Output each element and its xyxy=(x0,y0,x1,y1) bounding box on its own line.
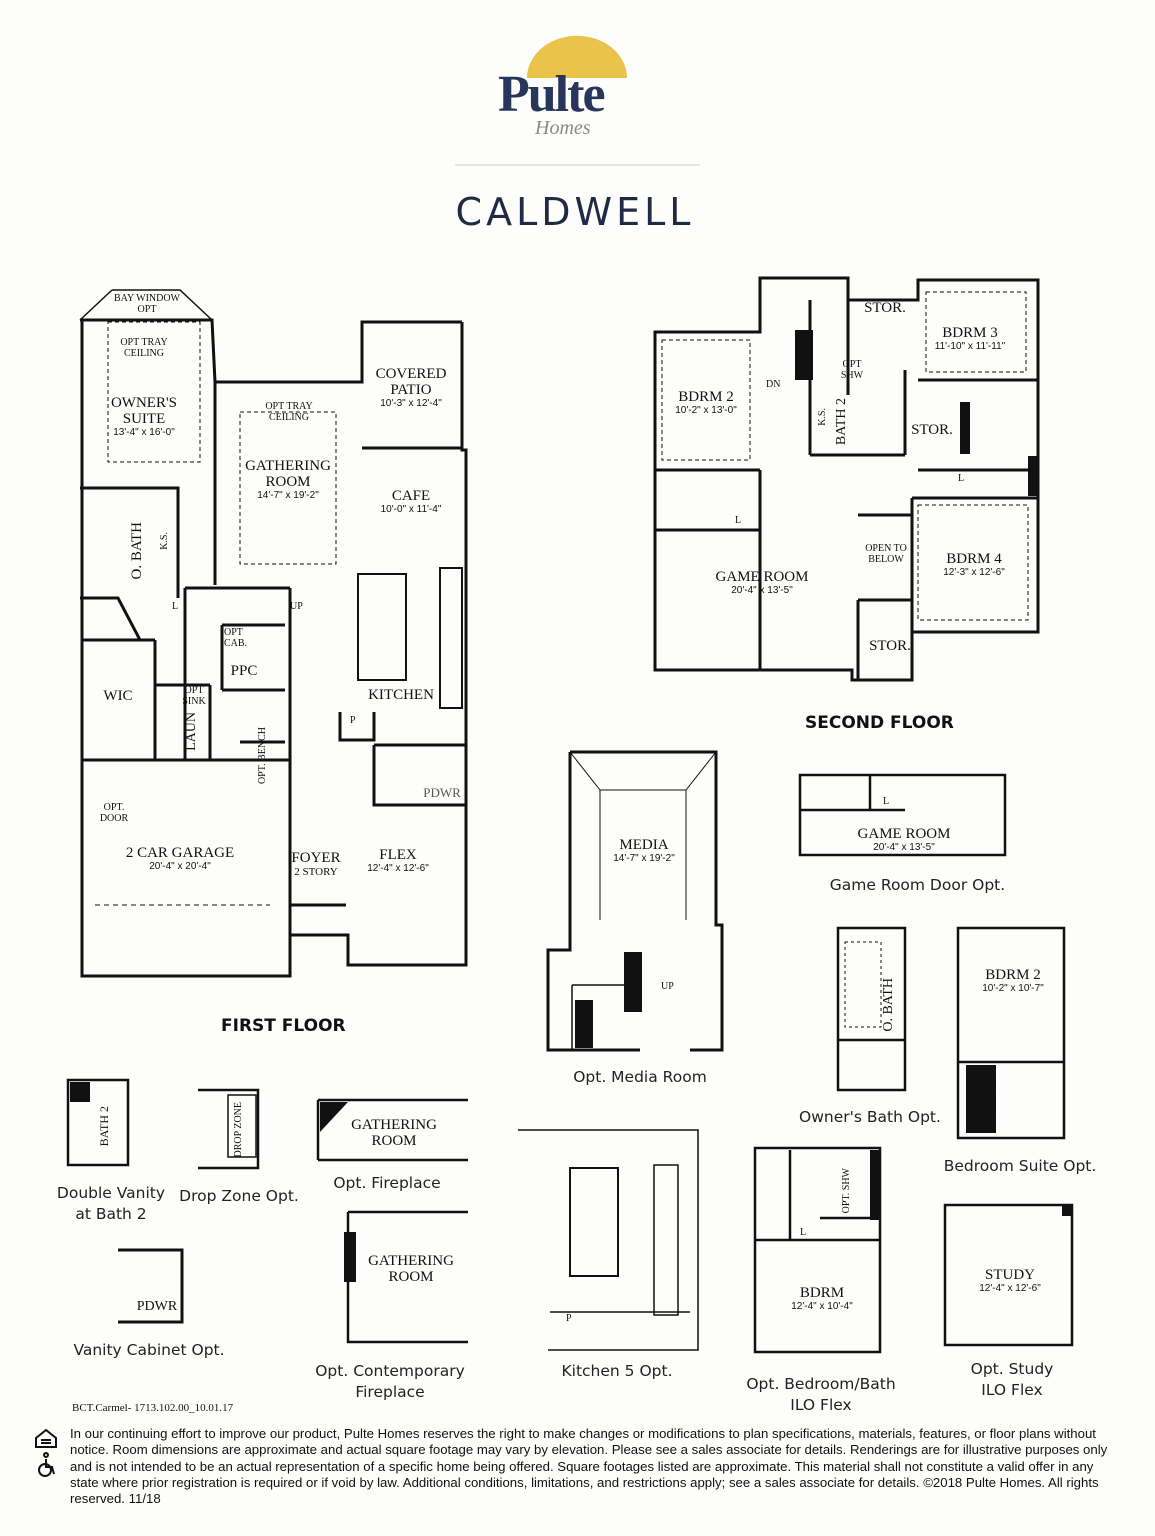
game-door-caption: Game Room Door Opt. xyxy=(829,876,1006,894)
kitchen5-walls xyxy=(518,1129,699,1351)
fireplace-gathering-room: GATHERING ROOM xyxy=(351,1117,437,1149)
brand-logo: Pulte Homes xyxy=(490,55,660,145)
bdrm3: BDRM 3 11'-10" x 11'-11" xyxy=(934,325,1006,352)
media-walls xyxy=(546,750,724,1052)
double-vanity-caption: Double Vanity at Bath 2 xyxy=(56,1184,166,1223)
fireplace-caption: Opt. Fireplace xyxy=(333,1174,441,1192)
opt-bench-label: OPT. BENCH xyxy=(257,727,268,785)
wheelchair-icon xyxy=(38,1452,55,1477)
double-vanity-walls xyxy=(66,1078,130,1167)
plan-code: BCT.Carmel- 1713.102.00_10.01.17 xyxy=(72,1402,234,1414)
open-to-below-label: OPEN TO BELOW xyxy=(865,543,907,565)
bedroom-suite-walls xyxy=(956,926,1066,1140)
contemporary-gathering-room: GATHERING ROOM xyxy=(368,1253,454,1285)
logo-wordmark: Pulte xyxy=(498,66,606,123)
bedroom-bath-caption: Opt. Bedroom/Bath ILO Flex xyxy=(746,1375,896,1414)
bdrm2-second: BDRM 2 10'-2" x 13'-0" xyxy=(675,389,737,416)
first-floor-title: FIRST FLOOR xyxy=(221,1016,346,1036)
opt-door-label: OPT. DOOR xyxy=(99,802,129,824)
foyer: FOYER 2 STORY xyxy=(291,850,341,878)
logo-sun xyxy=(527,35,627,78)
pantry-label: P xyxy=(350,715,356,726)
study-walls xyxy=(943,1203,1074,1347)
vanity-cabinet-walls xyxy=(118,1248,184,1324)
owners-bath-walls xyxy=(836,926,907,1092)
bedroom-bath-shw-label: OPT. SHW xyxy=(841,1168,852,1214)
flex: FLEX 12'-4" x 12'-6" xyxy=(367,847,429,874)
drop-zone-label: DROP ZONE xyxy=(233,1102,244,1158)
study-opt: STUDY 12'-4" x 12'-6" xyxy=(979,1267,1041,1294)
bedroom-suite-opt: BDRM 2 10'-2" x 10'-7" xyxy=(982,967,1044,994)
first-floor-walls xyxy=(80,318,468,978)
opt-shw-label: OPT SHW xyxy=(840,359,864,381)
game-room-door-opt: GAME ROOM 20'-4" x 13'-5" xyxy=(857,826,951,853)
bedroom-bath-walls xyxy=(753,1146,882,1354)
fireplace-walls xyxy=(316,1098,468,1162)
storage-top-label: STOR. xyxy=(864,300,906,316)
gathering-room: GATHERING ROOM 14'-7" x 19'-2" xyxy=(245,458,331,501)
ks-label: K.S. xyxy=(159,532,170,550)
storage-mid-label: STOR. xyxy=(911,422,953,438)
powder-room-label: PDWR xyxy=(423,785,461,800)
kitchen-label: KITCHEN xyxy=(368,687,434,703)
bay-window-label: BAY WINDOW OPT xyxy=(113,293,180,315)
opt-cab-label: OPT CAB. xyxy=(224,627,248,649)
second-floor-walls xyxy=(653,276,1040,682)
owners-tray-label: OPT TRAY CEILING xyxy=(120,337,168,359)
ppc-label: PPC xyxy=(230,663,258,679)
logo-subtext: Homes xyxy=(535,117,591,139)
second-floor-title: SECOND FLOOR xyxy=(805,713,954,733)
equal-housing-icon xyxy=(35,1428,57,1448)
laundry-label: LAUN xyxy=(184,712,199,751)
plan-name: CALDWELL xyxy=(455,190,695,234)
owners-bath-opt-label: O. BATH xyxy=(881,978,896,1032)
kitchen5-pantry-label: P xyxy=(566,1313,572,1324)
stair-up-label: UP xyxy=(290,601,303,612)
contemporary-caption: Opt. Contemporary Fireplace xyxy=(315,1362,465,1401)
drop-zone-walls xyxy=(198,1088,260,1170)
bedroom-bath-opt: BDRM 12'-4" x 10'-4" xyxy=(791,1285,853,1312)
kitchen5-caption: Kitchen 5 Opt. xyxy=(561,1362,673,1380)
linen-label: L xyxy=(172,601,179,612)
wic-label: WIC xyxy=(103,688,133,704)
study-caption: Opt. Study ILO Flex xyxy=(970,1360,1054,1399)
ks-second-label: K.S. xyxy=(817,408,828,426)
owners-bath-label: O. BATH xyxy=(129,522,145,580)
storage-bottom-label: STOR. xyxy=(869,638,911,654)
drop-zone-caption: Drop Zone Opt. xyxy=(179,1187,299,1205)
bedroom-suite-shw-label: OPT. SHW xyxy=(995,1068,1006,1114)
bdrm4: BDRM 4 12'-3" x 12'-6" xyxy=(943,551,1005,578)
linen-second-b-label: L xyxy=(735,515,742,526)
opt-sink-label: OPT SINK xyxy=(182,685,206,707)
garage: 2 CAR GARAGE 20'-4" x 20'-4" xyxy=(125,845,235,872)
legal-disclaimer: In our continuing effort to improve our … xyxy=(70,1426,1108,1507)
vanity-cabinet-pdwr: PDWR xyxy=(136,1299,178,1314)
game-door-linen-label: L xyxy=(883,796,890,807)
owners-suite: OWNER'S SUITE 13'-4" x 16'-0" xyxy=(110,395,178,438)
stair-down-label: DN xyxy=(766,379,781,390)
media-caption: Opt. Media Room xyxy=(573,1068,707,1086)
covered-patio: COVERED PATIO 10'-3" x 12'-4" xyxy=(375,366,447,409)
media-up-label: UP xyxy=(661,981,674,992)
cafe: CAFE 10'-0" x 11'-4" xyxy=(380,488,442,515)
bath2-label: BATH 2 xyxy=(834,398,849,446)
bedroom-suite-caption: Bedroom Suite Opt. xyxy=(943,1157,1097,1175)
game-room: GAME ROOM 20'-4" x 13'-5" xyxy=(715,569,809,596)
gathering-tray-label: OPT TRAY CEILING xyxy=(265,401,313,423)
game-door-walls xyxy=(798,773,1007,857)
vanity-cabinet-caption: Vanity Cabinet Opt. xyxy=(73,1341,225,1359)
bedroom-bath-linen-label: L xyxy=(800,1227,807,1238)
double-vanity-bath-label: BATH 2 xyxy=(97,1106,111,1147)
linen-second-label: L xyxy=(958,473,965,484)
owners-bath-caption: Owner's Bath Opt. xyxy=(799,1108,941,1126)
media-room: MEDIA 14'-7" x 19'-2" xyxy=(613,837,675,864)
